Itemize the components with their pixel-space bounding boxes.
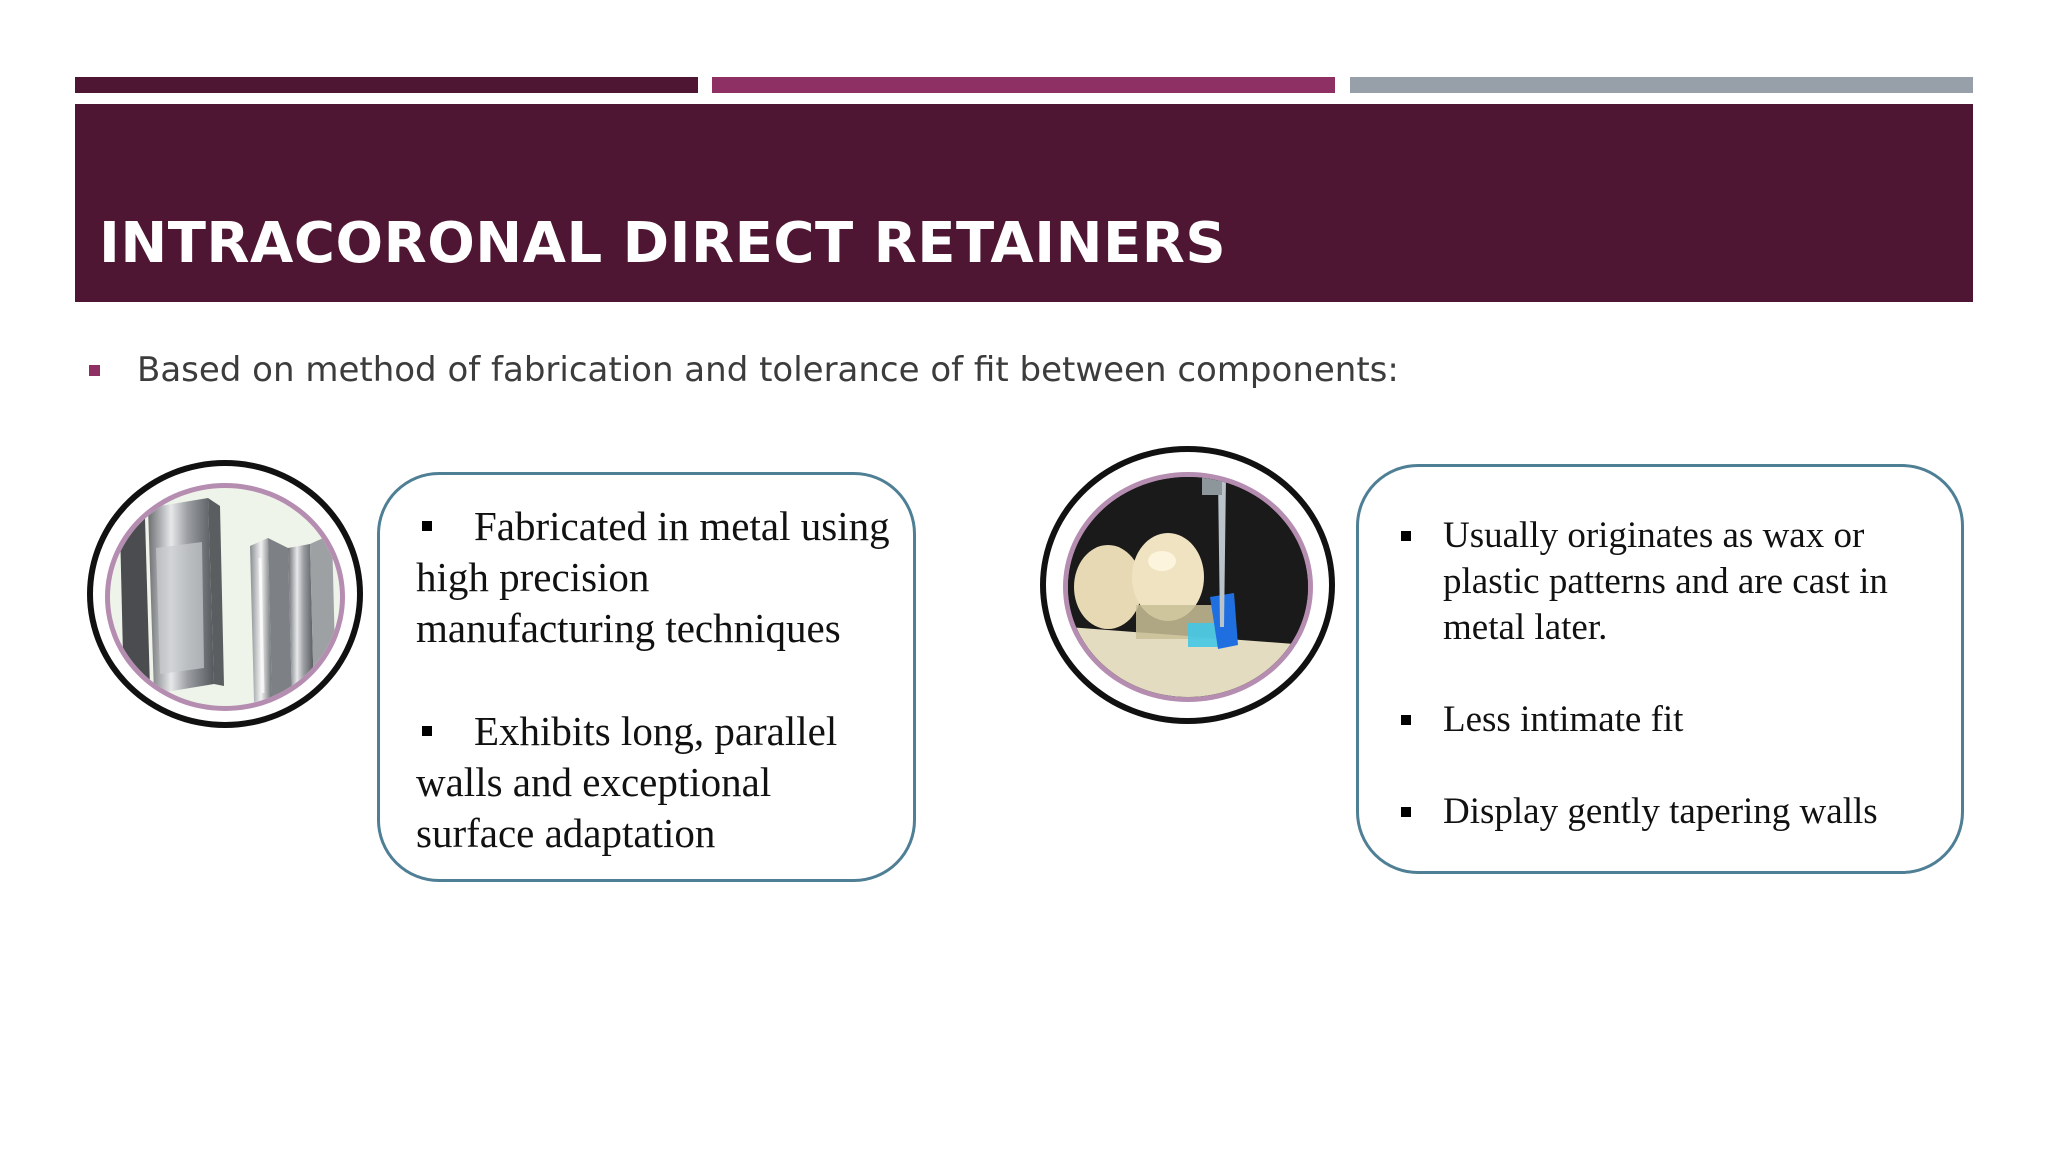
precision-attachment-image	[87, 460, 363, 728]
slide-title: INTRACORONAL DIRECT RETAINERS	[99, 211, 1227, 276]
list-item-text: Display gently tapering walls	[1443, 791, 1878, 832]
accent-bar-dark	[75, 77, 698, 93]
accent-bar-gray	[1350, 77, 1973, 93]
square-bullet-icon	[1401, 531, 1411, 541]
image-frame	[105, 483, 345, 711]
square-bullet-icon	[422, 726, 432, 736]
list-item: Exhibits long, parallel walls and except…	[416, 706, 893, 859]
intro-text: Based on method of fabrication and toler…	[137, 350, 1399, 390]
square-bullet-icon	[1401, 715, 1411, 725]
square-bullet-icon	[422, 521, 432, 531]
dental-model-illustration	[1068, 477, 1308, 697]
wax-pattern-card: Usually originates as wax or plastic pat…	[1356, 464, 1964, 874]
title-band: INTRACORONAL DIRECT RETAINERS	[75, 104, 1973, 302]
list-item: Usually originates as wax or plastic pat…	[1397, 513, 1941, 651]
list-item-text: Fabricated in metal using high precision…	[416, 503, 890, 651]
list-item: Display gently tapering walls	[1397, 789, 1941, 835]
precision-attachment-card: Fabricated in metal using high precision…	[377, 472, 916, 882]
list-item-text: Usually originates as wax or plastic pat…	[1443, 515, 1888, 648]
list-item: Less intimate fit	[1397, 697, 1941, 743]
metal-attachment-illustration	[120, 498, 336, 702]
accent-bar-magenta	[712, 77, 1335, 93]
square-bullet-icon	[89, 365, 100, 376]
wax-pattern-image	[1040, 446, 1335, 724]
square-bullet-icon	[1401, 807, 1411, 817]
image-frame	[1063, 472, 1313, 702]
list-item-text: Less intimate fit	[1443, 699, 1684, 740]
list-item-text: Exhibits long, parallel walls and except…	[416, 708, 838, 856]
list-item: Fabricated in metal using high precision…	[416, 501, 893, 654]
